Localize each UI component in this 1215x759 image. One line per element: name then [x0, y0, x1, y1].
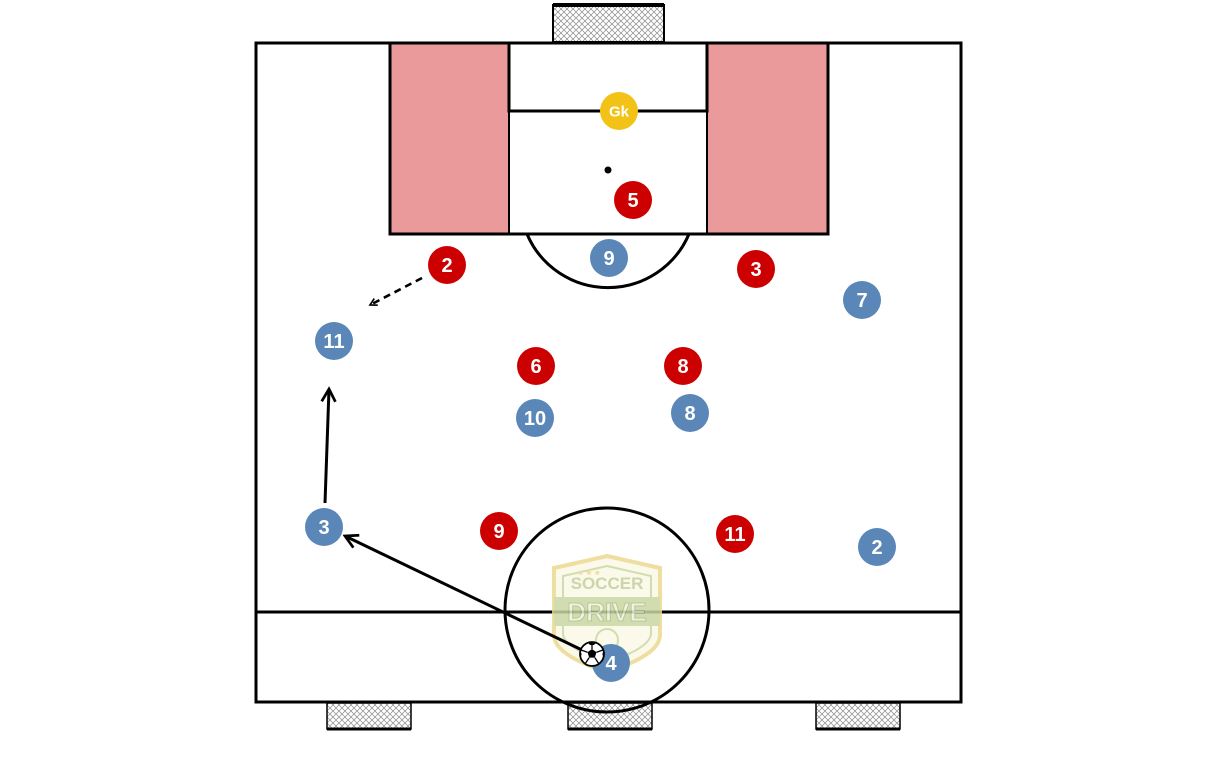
blue-player-10-label: 10: [524, 408, 546, 430]
blue-player-2: 2: [858, 528, 896, 566]
blue-player-3: 3: [305, 508, 343, 546]
penalty-arc: [525, 233, 691, 290]
blue-player-7: 7: [843, 281, 881, 319]
blue-player-10: 10: [516, 399, 554, 437]
bottom-right-goal: [815, 702, 901, 730]
blue-player-9-label: 9: [603, 248, 614, 270]
red-player-11-label: 11: [724, 524, 745, 546]
penalty-spot: [604, 166, 612, 174]
red-player-9: 9: [480, 512, 518, 550]
red-player-3: 3: [737, 250, 775, 288]
red-player-2-label: 2: [441, 255, 452, 277]
red-player-8-label: 8: [677, 356, 688, 378]
red-player-5-label: 5: [627, 190, 638, 212]
soccer-ball-icon: [579, 641, 605, 667]
run-arrow: [325, 389, 329, 504]
red-player-8: 8: [664, 347, 702, 385]
players-layer: 5 2 3 6 8 9 11 9 7 11 10 8 3 2 4 Gk: [305, 92, 896, 682]
red-player-9-label: 9: [493, 521, 504, 543]
blue-player-2-label: 2: [871, 537, 882, 559]
dashed-run-arrow: [370, 276, 423, 307]
blue-player-8-label: 8: [684, 403, 695, 425]
pass-arrow: [345, 536, 583, 652]
blue-player-3-label: 3: [318, 517, 329, 539]
right-shaded-zone: [707, 43, 828, 234]
blue-player-7-label: 7: [856, 290, 867, 312]
blue-player-9: 9: [590, 239, 628, 277]
red-player-11: 11: [716, 515, 754, 553]
red-player-6: 6: [517, 347, 555, 385]
red-player-3-label: 3: [750, 259, 761, 281]
blue-player-11-label: 11: [323, 331, 344, 353]
blue-player-4-label: 4: [605, 653, 617, 675]
goalkeeper-label: Gk: [609, 104, 630, 121]
blue-player-8: 8: [671, 394, 709, 432]
goalkeeper: Gk: [600, 92, 638, 130]
red-player-2: 2: [428, 246, 466, 284]
svg-text:★ ★ ★: ★ ★ ★: [578, 569, 601, 577]
logo-line2: DRIVE: [567, 597, 646, 627]
blue-player-11: 11: [315, 322, 353, 360]
soccer-drive-logo: SOCCER DRIVE ★ ★ ★: [552, 553, 662, 675]
top-goal: [552, 4, 665, 43]
red-player-6-label: 6: [530, 356, 541, 378]
bottom-left-goal: [326, 702, 412, 730]
left-shaded-zone: [390, 43, 509, 234]
logo-line1: SOCCER: [571, 574, 644, 593]
center-circle: [503, 506, 711, 714]
red-player-5: 5: [614, 181, 652, 219]
